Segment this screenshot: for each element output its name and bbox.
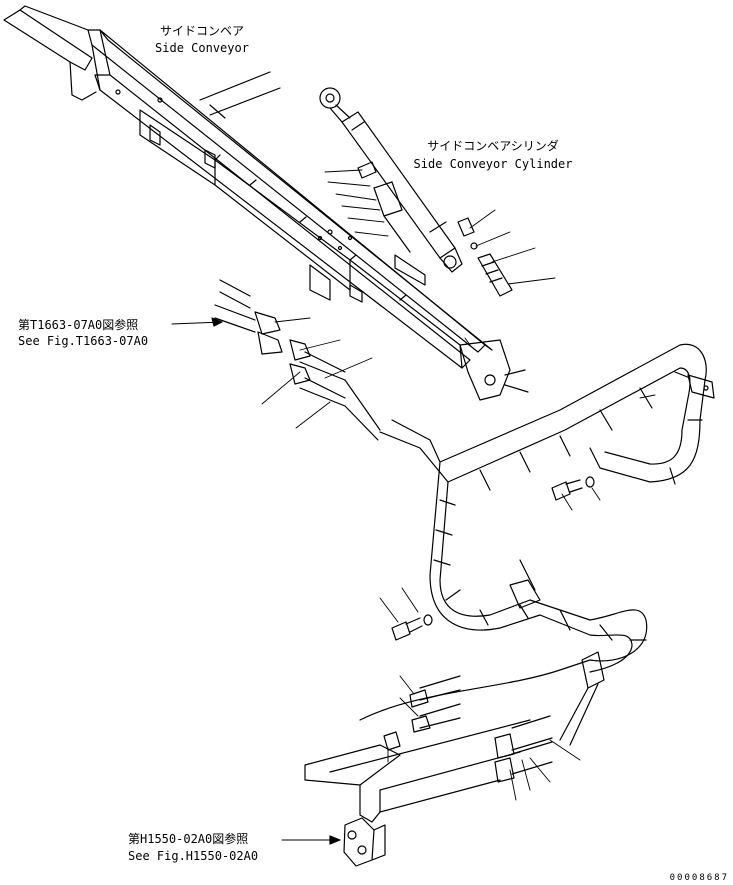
leader-lines <box>261 169 656 801</box>
reference-label-upper-jp: 第T1663-07A0図参照 <box>18 318 139 332</box>
document-number: 00008687 <box>669 873 729 883</box>
reference-label-lower-en: See Fig.H1550-02A0 <box>128 849 259 863</box>
hose-assembly-right <box>439 343 715 491</box>
hose-assembly-main <box>359 419 648 746</box>
side-conveyor-cylinder <box>319 87 513 297</box>
reference-label-upper-en: See Fig.T1663-07A0 <box>18 334 149 348</box>
reference-label-lower-jp: 第H1550-02A0図参照 <box>128 832 249 846</box>
side-conveyor-label-jp: サイドコンベア <box>159 24 245 38</box>
side-conveyor-cylinder-label-jp: サイドコンベアシリンダ <box>427 139 559 153</box>
side-conveyor-cylinder-label-en: Side Conveyor Cylinder <box>413 157 573 171</box>
reference-arrows <box>171 317 341 845</box>
lower-hose-group <box>304 675 553 867</box>
side-conveyor-label-en: Side Conveyor <box>155 41 249 55</box>
bolts-and-washers <box>391 476 595 641</box>
side-conveyor-frame <box>3 5 529 401</box>
upper-hose-group <box>214 279 381 441</box>
